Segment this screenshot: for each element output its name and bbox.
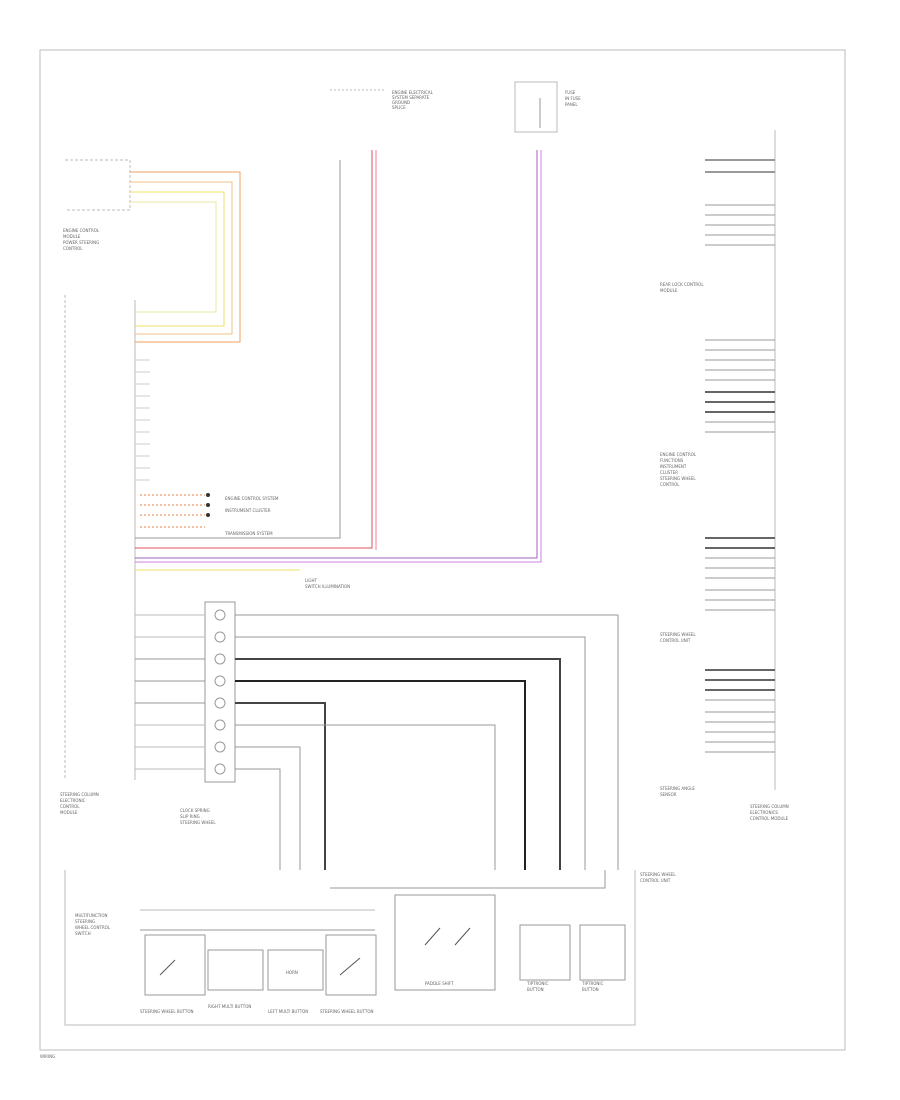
top-center-label-3: GROUND xyxy=(392,100,410,105)
left-module-block: ENGINE CONTROL MODULE POWER STEERING CON… xyxy=(63,159,131,251)
steering-col-label-4: MODULE xyxy=(60,810,78,815)
callout-engine: ENGINE CONTROL SYSTEM xyxy=(225,496,279,501)
mf-left-label-1: MULTIFUNCTION xyxy=(75,913,107,918)
mf-left-label-4: SWITCH xyxy=(75,931,91,936)
right-group-label-1: ENGINE CONTROL xyxy=(660,452,697,457)
clock-spring-label-1: CLOCK SPRING xyxy=(180,808,210,813)
button-label-2: RIGHT MULTI BUTTON xyxy=(208,1004,251,1009)
rear-lock-label-2: MODULE xyxy=(660,288,678,293)
right-btn-label-3: TIPTRONIC xyxy=(581,981,604,986)
wheel-unit-label-2: CONTROL UNIT xyxy=(640,878,671,883)
fuse-component: FUSE IN FUSE PANEL xyxy=(514,81,581,133)
bottom-right-label-3: CONTROL MODULE xyxy=(750,816,789,821)
top-center-label-1: ENGINE ELECTRICAL xyxy=(392,90,434,95)
right-group-label-4: CLUSTER xyxy=(660,470,678,475)
fuse-label-2: IN FUSE xyxy=(565,96,581,101)
steering-wheel-label-1: STEERING WHEEL xyxy=(660,632,696,637)
clock-spring-block: STEERING COLUMN ELECTRONIC CONTROL MODUL… xyxy=(60,601,236,825)
button-label-3: LEFT MULTI BUTTON xyxy=(268,1009,308,1014)
mf-left-label-2: STEERING xyxy=(75,919,95,924)
left-callouts: ENGINE CONTROL SYSTEM INSTRUMENT CLUSTER… xyxy=(140,493,350,589)
diagram-frame xyxy=(39,49,846,1051)
paddle-label-1: PADDLE SHIFT xyxy=(425,981,454,986)
left-module-label-4: CONTROL xyxy=(63,246,83,251)
steering-angle-label-1: STEERING ANGLE xyxy=(660,786,695,791)
left-module-label-1: ENGINE CONTROL xyxy=(63,228,100,233)
mf-left-label-3: WHEEL CONTROL xyxy=(75,925,111,930)
left-module-label-3: POWER STEERING xyxy=(63,240,99,245)
bottom-switch-area: STEERING WHEEL CONTROL UNIT MULTIFUNCTIO… xyxy=(64,870,676,1026)
top-center-label-2: SYSTEM SEPARATE xyxy=(392,95,430,100)
right-group-label-3: INSTRUMENT xyxy=(660,464,687,469)
top-center-label-4: SPLICE xyxy=(392,105,406,110)
right-btn-label-4: BUTTON xyxy=(582,987,599,992)
left-module-wires xyxy=(130,171,241,343)
steering-wheel-label-2: CONTROL UNIT xyxy=(660,638,691,643)
top-center-component: ENGINE ELECTRICAL SYSTEM SEPARATE GROUND… xyxy=(330,89,434,110)
right-btn-label-1: TIPTRONIC xyxy=(526,981,549,986)
light-switch-label-2: SWITCH ILLUMINATION xyxy=(305,584,350,589)
left-connector xyxy=(64,295,150,780)
fuse-label-1: FUSE xyxy=(565,90,576,95)
clock-spring-label-2: SLIP RING xyxy=(180,814,200,819)
light-switch-label-1: LIGHT xyxy=(305,578,318,583)
right-group-label-2: FUNCTIONS xyxy=(660,458,684,463)
left-module-label-2: MODULE xyxy=(63,234,81,239)
wheel-unit-label-1: STEERING WHEEL xyxy=(640,872,676,877)
bottom-right-label-2: ELECTRONICS xyxy=(750,810,778,815)
steering-col-label-1: STEERING COLUMN xyxy=(60,792,99,797)
callout-cluster: INSTRUMENT CLUSTER xyxy=(225,508,271,513)
fuse-label-3: PANEL xyxy=(565,102,578,107)
right-group-label-6: CONTROL xyxy=(660,482,680,487)
right-btn-label-2: BUTTON xyxy=(527,987,544,992)
steering-col-label-2: ELECTRONIC xyxy=(60,798,86,803)
right-modules: REAR LOCK CONTROL MODULE ENGINE CONTROL … xyxy=(660,130,789,821)
footer-code: WIRING xyxy=(40,1054,55,1059)
clock-spring-label-3: STEERING WHEEL xyxy=(180,820,216,825)
steering-col-label-3: CONTROL xyxy=(60,804,80,809)
button-label-1: STEERING WHEEL BUTTON xyxy=(140,1009,194,1014)
clock-spring-wires xyxy=(135,614,619,870)
callout-transmission: TRANSMISSION SYSTEM xyxy=(224,531,273,536)
bottom-right-label-1: STEERING COLUMN xyxy=(750,804,789,809)
right-group-label-5: STEERING WHEEL xyxy=(660,476,696,481)
button-label-4: STEERING WHEEL BUTTON xyxy=(320,1009,374,1014)
horn-label: HORN xyxy=(286,970,298,975)
steering-angle-label-2: SENSOR xyxy=(660,792,677,797)
rear-lock-label-1: REAR LOCK CONTROL xyxy=(660,282,704,287)
signal-wires xyxy=(135,150,542,571)
